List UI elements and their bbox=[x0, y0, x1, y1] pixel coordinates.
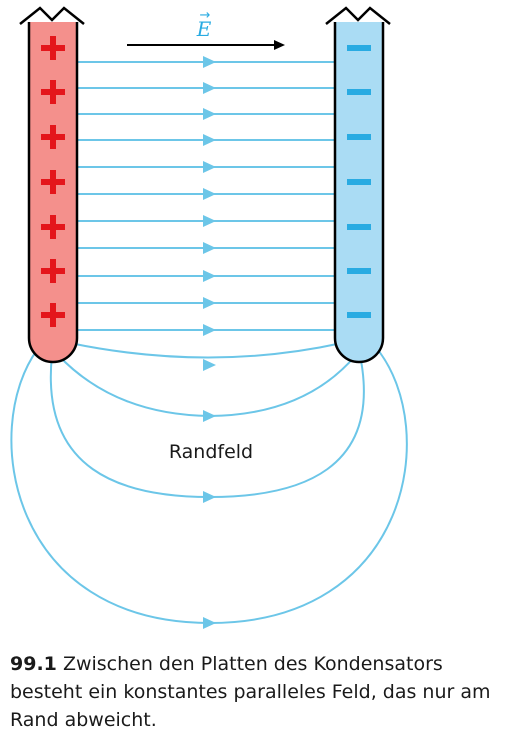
plus-icon bbox=[50, 36, 56, 60]
field-line-arrow bbox=[203, 56, 216, 68]
minus-icon bbox=[347, 224, 371, 230]
plus-icon bbox=[50, 170, 56, 194]
minus-icon bbox=[347, 134, 371, 140]
positive-plate bbox=[19, 6, 85, 364]
fringe-line bbox=[69, 342, 343, 359]
minus-icon bbox=[347, 179, 371, 185]
field-line-arrow bbox=[203, 108, 216, 120]
plus-icon bbox=[50, 215, 56, 239]
minus-icon bbox=[347, 268, 371, 274]
field-symbol: E bbox=[196, 17, 212, 41]
fringe-line-arrow bbox=[203, 359, 216, 371]
parallel-field-lines bbox=[77, 56, 335, 336]
field-line-arrow bbox=[203, 324, 216, 336]
plus-icon bbox=[50, 125, 56, 149]
field-line-arrow bbox=[203, 270, 216, 282]
field-line-arrow bbox=[203, 215, 216, 227]
field-line-arrow bbox=[203, 297, 216, 309]
fringe-field-lines bbox=[10, 342, 408, 629]
plus-icon bbox=[50, 303, 56, 327]
positive-charges bbox=[41, 36, 65, 327]
fringe-line-arrow bbox=[203, 491, 216, 503]
minus-icon bbox=[347, 89, 371, 95]
plus-icon bbox=[50, 80, 56, 104]
arrowhead-icon bbox=[274, 40, 285, 50]
edge-field-label: Randfeld bbox=[169, 441, 253, 463]
field-line-arrow bbox=[203, 188, 216, 200]
fringe-line-arrow bbox=[203, 617, 216, 629]
fringe-line bbox=[49, 354, 365, 499]
figure-number: 99.1 bbox=[10, 653, 57, 675]
vector-arrow-icon: → bbox=[200, 8, 211, 23]
field-line-arrow bbox=[203, 82, 216, 94]
negative-plate bbox=[325, 6, 391, 364]
field-line-arrow bbox=[203, 161, 216, 173]
capacitor-field-diagram: E → Randfeld bbox=[10, 6, 408, 629]
plus-icon bbox=[50, 259, 56, 283]
field-direction-indicator: E → bbox=[127, 8, 285, 50]
field-line-arrow bbox=[203, 134, 216, 146]
fringe-line-arrow bbox=[203, 410, 216, 422]
negative-charges bbox=[347, 45, 371, 318]
caption-text: Zwischen den Platten des Kondensators be… bbox=[10, 653, 491, 731]
fringe-line bbox=[10, 349, 408, 625]
figure-caption: 99.1 Zwischen den Platten des Kondensato… bbox=[10, 650, 520, 734]
minus-icon bbox=[347, 45, 371, 51]
field-line-arrow bbox=[203, 242, 216, 254]
minus-icon bbox=[347, 312, 371, 318]
